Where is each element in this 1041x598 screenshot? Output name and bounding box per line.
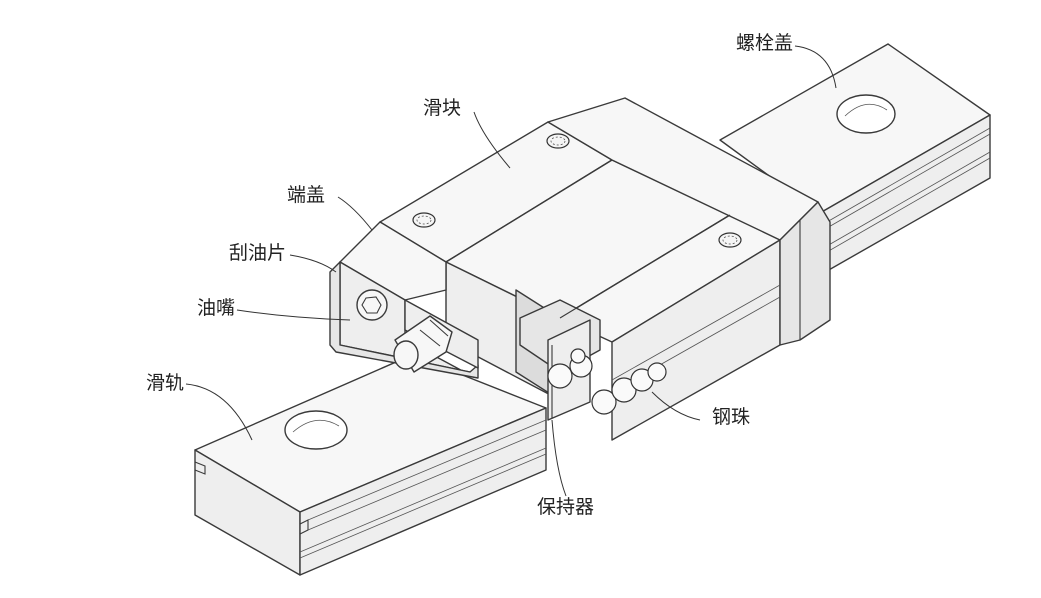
label-steel-ball: 钢珠	[712, 406, 751, 428]
end-cap-assembly	[329, 221, 479, 379]
rail-front	[194, 354, 547, 576]
label-grease-nipple: 油嘴	[197, 297, 236, 319]
label-rail: 滑轨	[146, 372, 185, 394]
slider-block	[379, 97, 831, 441]
label-end-cap: 端盖	[287, 184, 326, 206]
rail-bolt-cap-front	[284, 410, 348, 450]
retainer-and-balls	[547, 319, 667, 421]
rail-back	[719, 43, 991, 276]
leader-lines	[185, 45, 837, 497]
label-retainer: 保持器	[537, 496, 595, 518]
label-scraper: 刮油片	[229, 242, 287, 264]
label-slider-block: 滑块	[423, 97, 462, 119]
label-bolt-cap: 螺栓盖	[736, 32, 794, 54]
rail-bolt-cap-back	[836, 94, 896, 134]
block-tapped-holes	[412, 133, 742, 248]
